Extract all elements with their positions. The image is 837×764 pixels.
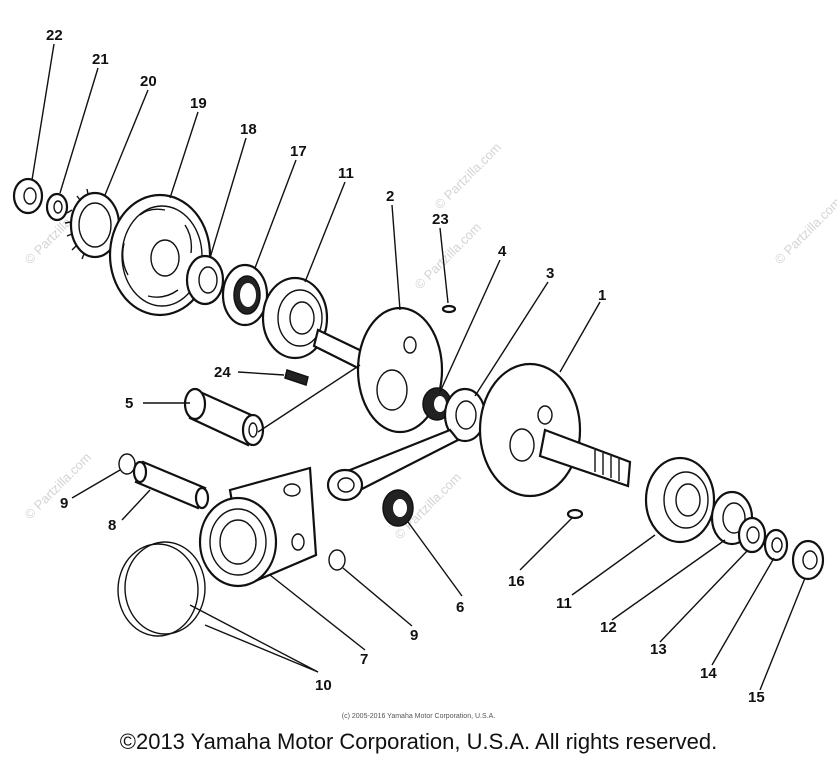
- watermark: © Partzilla.com: [412, 220, 485, 293]
- leader-1: [559, 301, 601, 373]
- callout-12: 12: [600, 619, 617, 636]
- part-21-washer: [45, 192, 69, 222]
- part-5-bushing: [183, 387, 265, 447]
- leader-18: [209, 137, 247, 259]
- leader-4: [439, 259, 501, 393]
- part-9-circlip-left: [118, 453, 136, 475]
- leader-2: [391, 204, 401, 311]
- watermark: © Partzilla.com: [22, 450, 95, 523]
- leader-15: [759, 577, 806, 691]
- callout-labels: 22 21 20 19 18 17 11 2 23 4 3 1 24 5 9 8…: [46, 27, 765, 706]
- leader-8: [121, 489, 151, 521]
- part-17-oil-seal: [221, 263, 269, 327]
- callout-9b: 9: [410, 627, 418, 644]
- part-11-bearing-left: [261, 276, 329, 360]
- part-15-nut: [791, 539, 825, 581]
- leader-10b: [204, 624, 319, 673]
- callout-4: 4: [498, 243, 507, 260]
- part-19-drive-gear: [108, 193, 212, 317]
- leader-14: [711, 557, 775, 666]
- callout-14: 14: [700, 665, 717, 682]
- small-copyright: (c) 2005-2016 Yamaha Motor Corporation, …: [341, 713, 496, 720]
- leader-23: [439, 227, 449, 304]
- callout-22: 22: [46, 27, 63, 44]
- part-1-crank-web-right: [478, 362, 632, 498]
- callout-7: 7: [360, 651, 368, 668]
- part-18-spacer: [185, 254, 225, 306]
- watermark: © Partzilla.com: [432, 140, 505, 213]
- part-24-key: [284, 369, 309, 386]
- callout-3: 3: [546, 265, 554, 282]
- leader-12: [611, 539, 726, 621]
- leader-5b: [257, 364, 361, 433]
- watermark: © Partzilla.com: [772, 195, 837, 268]
- leader-7: [269, 574, 366, 651]
- leader-22: [31, 43, 55, 181]
- callout-20: 20: [140, 73, 157, 90]
- leader-24: [237, 371, 285, 376]
- leader-10a: [189, 604, 319, 673]
- part-11-bearing-right: [644, 456, 716, 544]
- copyright-footer: ©2013 Yamaha Motor Corporation, U.S.A. A…: [119, 729, 718, 754]
- callout-9a: 9: [60, 495, 68, 512]
- leader-21: [59, 67, 99, 194]
- leader-16: [519, 517, 573, 571]
- callout-10: 10: [315, 677, 332, 694]
- callout-11a: 11: [338, 165, 354, 182]
- part-14-washer: [763, 528, 789, 562]
- part-23-key: [441, 304, 457, 314]
- part-10-piston-rings: [117, 541, 206, 637]
- leader-11a: [304, 181, 346, 283]
- part-7-piston: [198, 466, 318, 588]
- callout-19: 19: [190, 95, 207, 112]
- leader-17: [254, 159, 297, 269]
- part-13-spacer: [737, 516, 767, 554]
- callout-16: 16: [508, 573, 525, 590]
- leader-19: [169, 111, 199, 199]
- leader-20: [104, 89, 149, 196]
- callout-24: 24: [214, 364, 231, 381]
- leader-11b: [571, 534, 656, 596]
- leader-3: [474, 281, 549, 397]
- callout-6: 6: [456, 599, 464, 616]
- callout-13: 13: [650, 641, 667, 658]
- callout-15: 15: [748, 689, 765, 706]
- part-9-circlip-right: [328, 549, 346, 571]
- leader-9a: [71, 469, 121, 499]
- leader-9b: [342, 567, 413, 627]
- callout-8: 8: [108, 517, 116, 534]
- callout-17: 17: [290, 143, 307, 160]
- leader-6: [407, 521, 463, 597]
- callout-1: 1: [598, 287, 606, 304]
- callout-5: 5: [125, 395, 133, 412]
- part-22-nut: [12, 177, 44, 215]
- part-16-key: [566, 508, 584, 520]
- callout-23: 23: [432, 211, 449, 228]
- leader-lines: [31, 43, 806, 691]
- part-6-needle-bearing: [382, 489, 414, 527]
- part-3-connecting-rod: [326, 387, 487, 502]
- callout-18: 18: [240, 121, 257, 138]
- callout-2: 2: [386, 188, 394, 205]
- part-8-piston-pin: [132, 460, 210, 510]
- leader-13: [659, 549, 749, 643]
- callout-11b: 11: [556, 595, 572, 612]
- callout-21: 21: [92, 51, 109, 68]
